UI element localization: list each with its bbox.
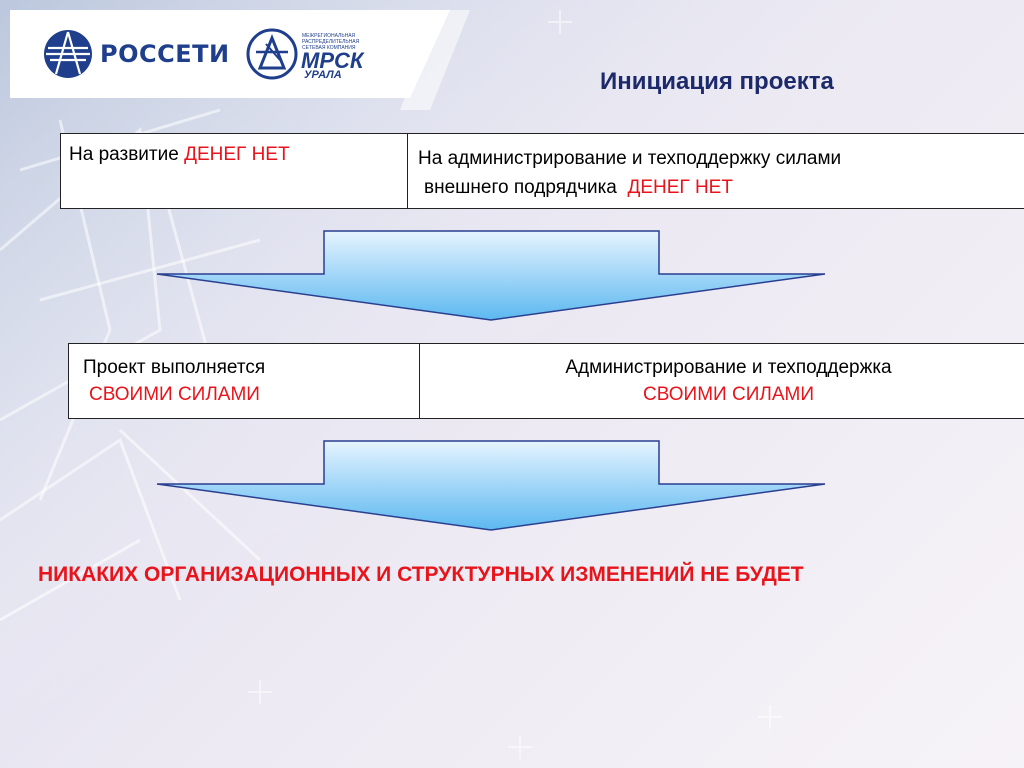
support-no-money: ДЕНЕГ НЕТ (627, 177, 733, 198)
mrsk-brand-subtext: УРАЛА (304, 69, 342, 81)
project-own-forces: СВОИМИ СИЛАМИ (89, 384, 260, 405)
support-cell: На администрирование и техподдержку сила… (407, 133, 1024, 209)
rosseti-brand-text: РОССЕТИ (100, 40, 230, 68)
rosseti-logo-icon (44, 30, 92, 78)
mrsk-caption-2: РАСПРЕДЕЛИТЕЛЬНАЯ (302, 39, 360, 45)
funding-table: На развитие ДЕНЕГ НЕТ На администрирован… (60, 133, 1024, 209)
support-line-1: На администрирование и техподдержку сила… (418, 148, 842, 169)
project-cell: Проект выполняется СВОИМИ СИЛАМИ (68, 343, 420, 419)
mrsk-caption-1: МЕЖРЕГИОНАЛЬНАЯ (302, 33, 356, 39)
logo-panel: РОССЕТИ МЕЖРЕГИОНАЛЬНАЯ РАСПРЕДЕЛИТЕЛЬНА… (10, 10, 460, 98)
support-line-2: внешнего подрядчика (424, 177, 617, 198)
logo-panel-shape (10, 10, 450, 98)
admin-own-forces: СВОИМИ СИЛАМИ (643, 384, 814, 405)
development-no-money: ДЕНЕГ НЕТ (184, 144, 290, 165)
development-label: На развитие (69, 144, 179, 165)
development-cell: На развитие ДЕНЕГ НЕТ (60, 133, 408, 209)
admin-cell: Администрирование и техподдержка СВОИМИ … (419, 343, 1024, 419)
mrsk-caption-3: СЕТЕВАЯ КОМПАНИЯ (302, 45, 356, 51)
page-title: Инициация проекта (600, 68, 834, 95)
arrow-down-icon (156, 440, 826, 531)
admin-line-1: Администрирование и техподдержка (565, 357, 892, 378)
own-forces-table: Проект выполняется СВОИМИ СИЛАМИ Админис… (68, 343, 1024, 419)
mrsk-brand-text: МРСК (301, 48, 364, 73)
conclusion-text: НИКАКИХ ОРГАНИЗАЦИОННЫХ И СТРУКТУРНЫХ ИЗ… (38, 563, 804, 586)
arrow-down-icon (156, 230, 826, 321)
mrsk-urala-logo-icon (246, 28, 298, 80)
project-line-1: Проект выполняется (83, 357, 266, 378)
